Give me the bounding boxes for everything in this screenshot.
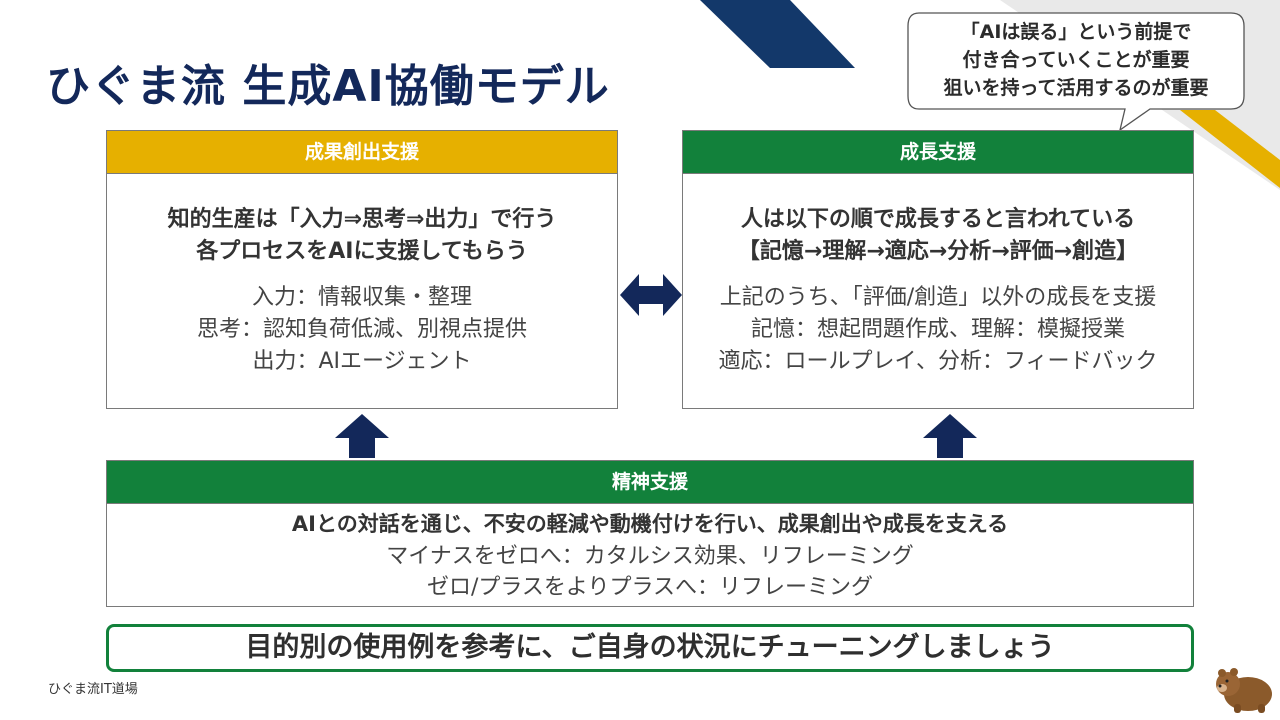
left-panel-line: 思考：認知負荷低減、別視点提供	[196, 317, 527, 342]
right-panel-line: 上記のうち、「評価/創造」以外の成長を支援	[719, 285, 1157, 310]
left-panel: 成果創出支援 知的生産は「入力⇒思考⇒出力」で行う 各プロセスをAIに支援しても…	[106, 130, 618, 409]
bear-icon	[1216, 668, 1272, 713]
footer-message: 目的別の使用例を参考に、ご自身の状況にチューニングしましょう	[106, 624, 1194, 672]
bottom-panel-line: ゼロ/プラスをよりプラスへ：リフレーミング	[426, 575, 874, 600]
left-panel-bold-line: 知的生産は「入力⇒思考⇒出力」で行う	[167, 207, 557, 232]
right-panel-bold-line: 【記憶→理解→適応→分析→評価→創造】	[737, 239, 1139, 264]
callout-line: 「AIは誤る」という前提で	[960, 21, 1192, 43]
right-panel-bold-line: 人は以下の順で成長すると言われている	[740, 207, 1136, 232]
callout-line: 付き合っていくことが重要	[962, 49, 1190, 71]
right-panel: 成長支援 人は以下の順で成長すると言われている 【記憶→理解→適応→分析→評価→…	[682, 130, 1194, 409]
double-arrow-icon	[620, 274, 682, 316]
left-panel-bold-line: 各プロセスをAIに支援してもらう	[196, 239, 528, 264]
bottom-panel-header: 精神支援	[107, 461, 1193, 504]
left-panel-line: 入力：情報収集・整理	[251, 285, 472, 310]
right-panel-line: 適応：ロールプレイ、分析：フィードバック	[718, 349, 1158, 374]
bottom-panel-bold-line: AIとの対話を通じ、不安の軽減や動機付けを行い、成果創出や成長を支える	[291, 512, 1009, 536]
bottom-panel-line: マイナスをゼロへ：カタルシス効果、リフレーミング	[386, 544, 914, 569]
left-panel-header: 成果創出支援	[107, 131, 617, 174]
right-panel-header: 成長支援	[683, 131, 1193, 174]
credit-text: ひぐま流IT道場	[48, 682, 138, 697]
page-title: ひぐま流 生成AI協働モデル	[46, 61, 610, 112]
callout-text: 「AIは誤る」という前提で 付き合っていくことが重要 狙いを持って活用するのが重…	[910, 18, 1242, 102]
up-arrow-icon	[335, 414, 389, 458]
left-panel-line: 出力：AIエージェント	[252, 349, 472, 374]
callout-line: 狙いを持って活用するのが重要	[943, 77, 1209, 99]
bottom-panel: 精神支援 AIとの対話を通じ、不安の軽減や動機付けを行い、成果創出や成長を支える…	[106, 460, 1194, 607]
callout-bubble	[907, 12, 1245, 132]
right-panel-line: 記憶：想起問題作成、理解：模擬授業	[750, 317, 1125, 342]
up-arrow-icon	[923, 414, 977, 458]
